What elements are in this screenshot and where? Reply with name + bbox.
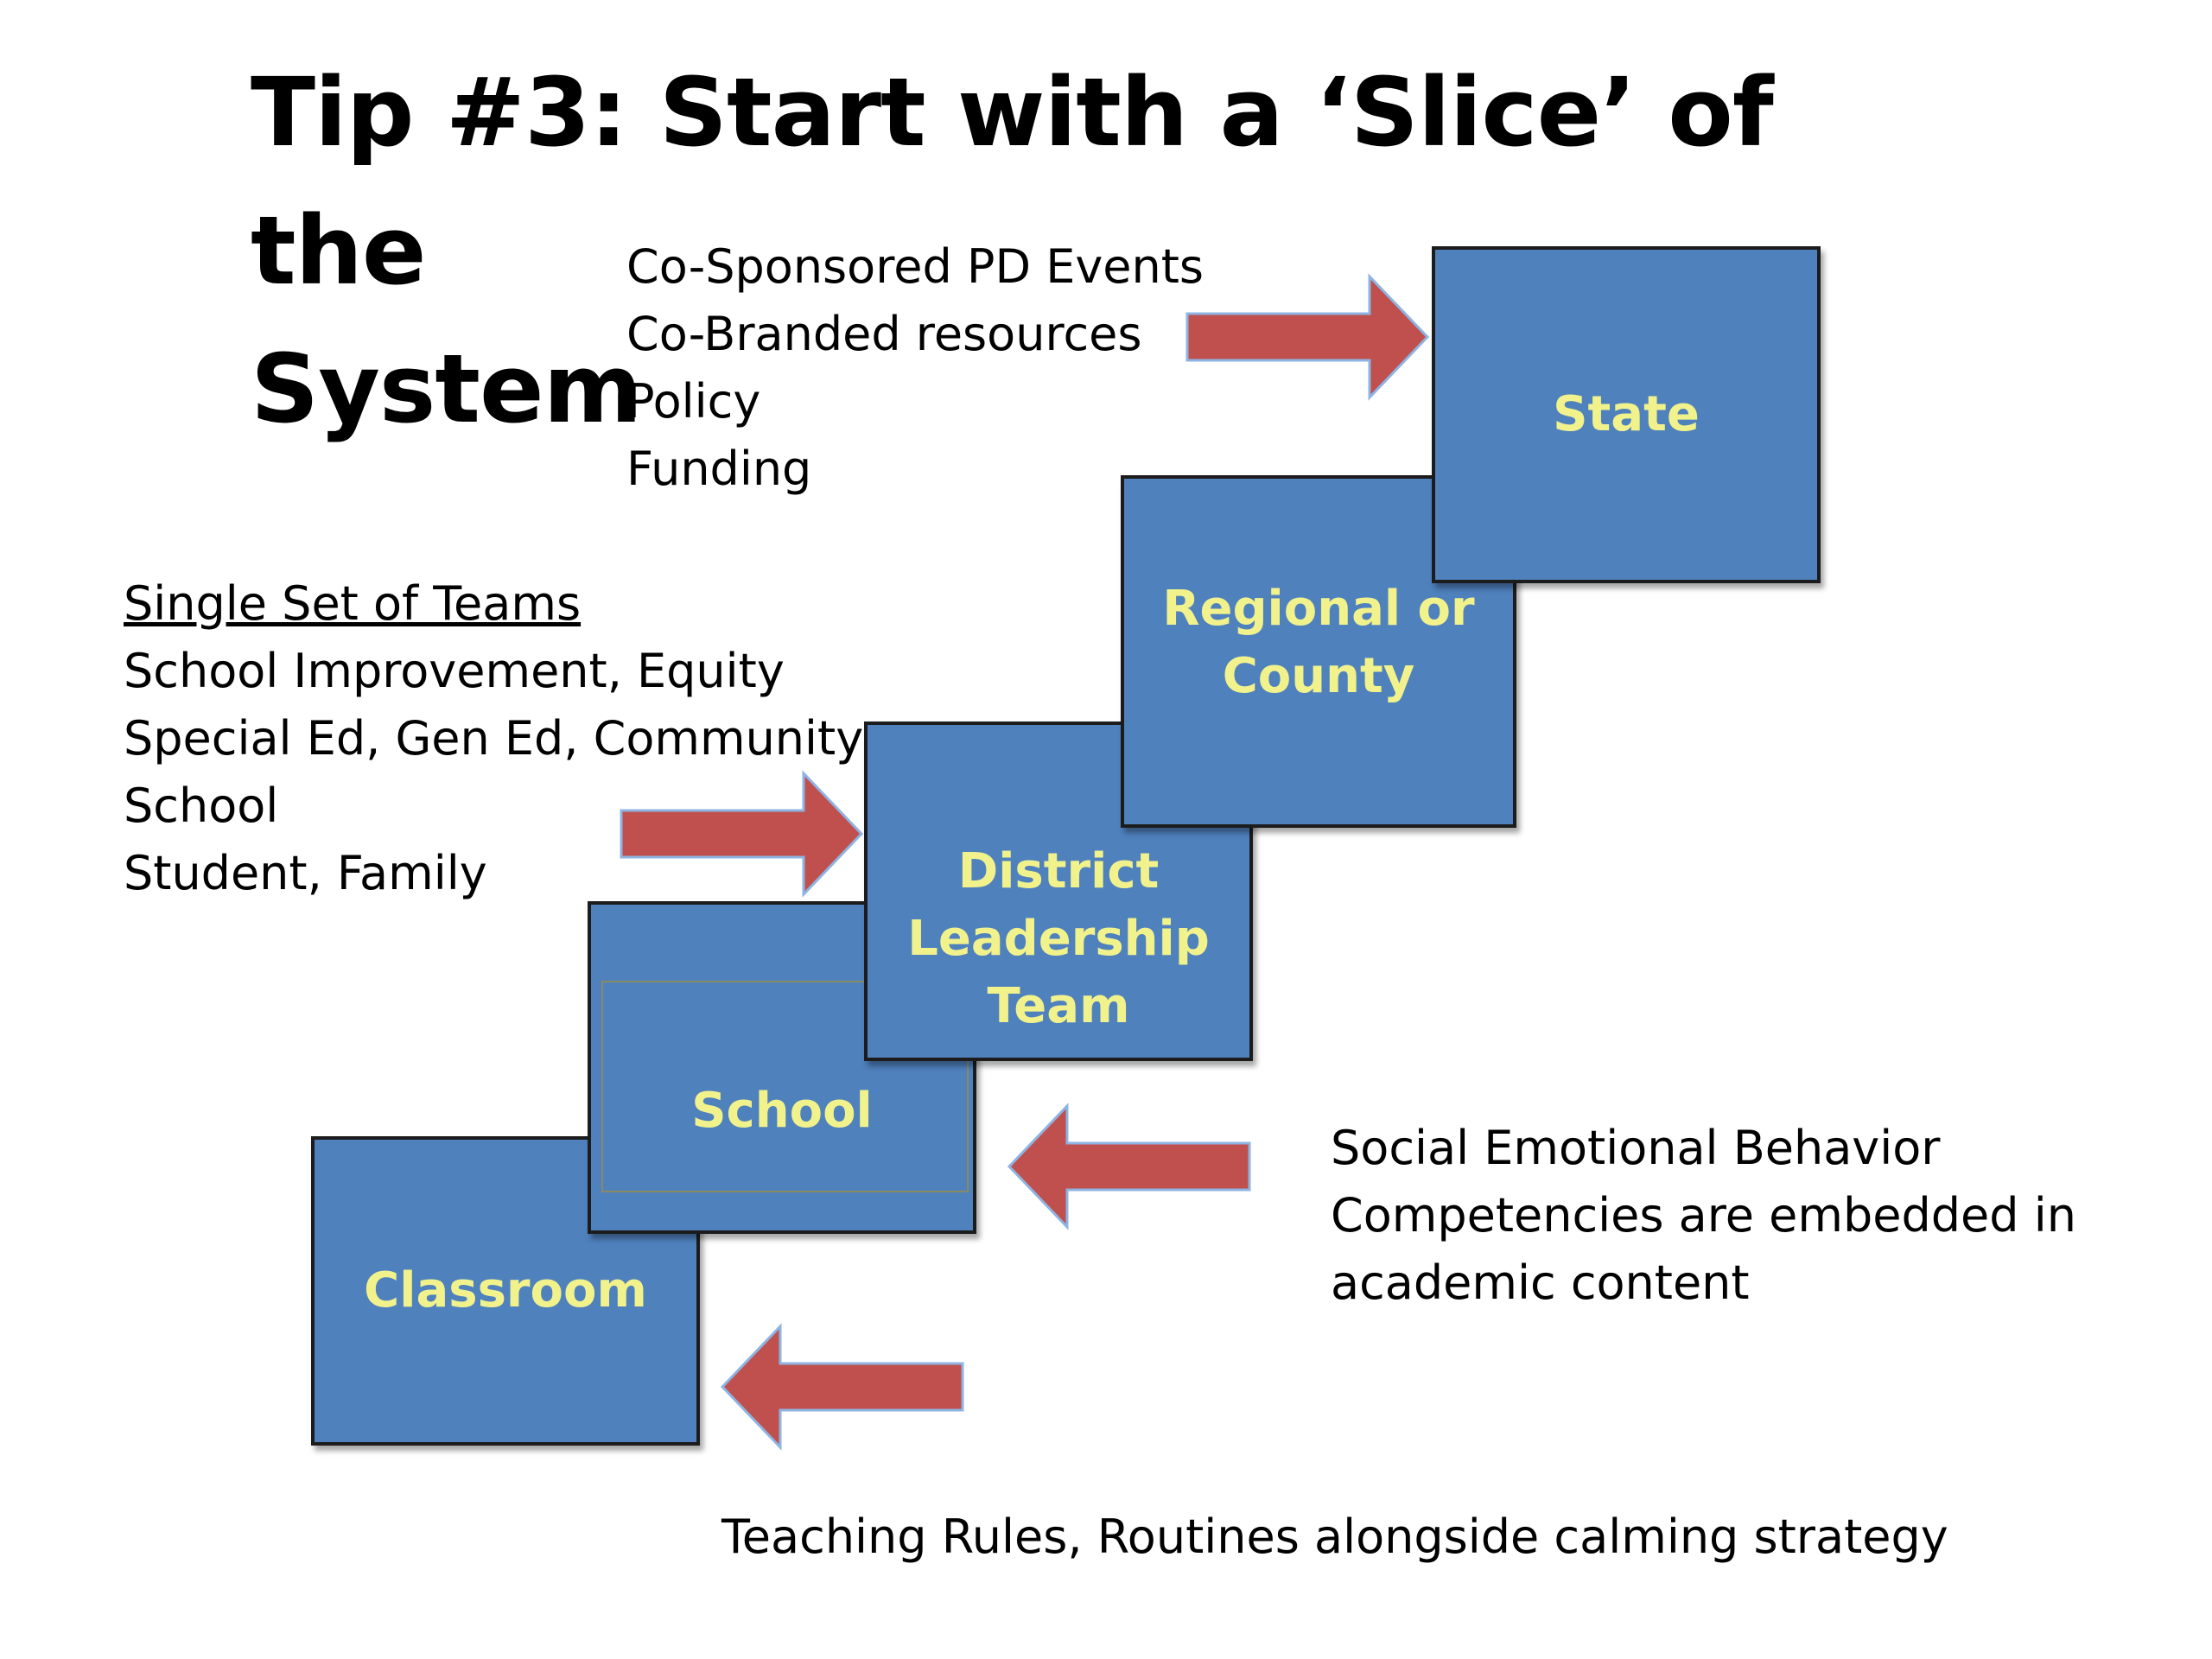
district-note-line: School Improvement, Equity (124, 644, 785, 698)
district-notes: Single Set of Teams School Improvement, … (124, 570, 878, 907)
arrow-shape (620, 770, 864, 898)
school-inner-frame (601, 981, 969, 1192)
state-note-line: Policy (626, 374, 761, 429)
state-note-line: Co-Branded resources (626, 307, 1142, 361)
arrow-shape (1185, 273, 1430, 401)
slide-title: Tip #3: Start with a ‘Slice’ of the Syst… (251, 43, 1892, 458)
district-label-line: District (957, 842, 1160, 899)
classroom-note-line: Teaching Rules, Routines alongside calmi… (721, 1510, 1948, 1564)
district-label: District Leadership Team (907, 838, 1210, 1040)
school-note-line: Social Emotional Behavior (1331, 1121, 1941, 1175)
school-label: School (691, 1083, 873, 1139)
regional-label: Regional or County (1162, 575, 1474, 710)
district-note-line: School (124, 779, 279, 833)
state-note-line: Co-Sponsored PD Events (626, 239, 1205, 294)
state-notes: Co-Sponsored PD Events Co-Branded resour… (626, 233, 1204, 503)
school-note-line: academic content (1331, 1255, 1750, 1310)
arrow-shape (720, 1323, 964, 1451)
classroom-note: Teaching Rules, Routines alongside calmi… (721, 1503, 1948, 1571)
classroom-label: Classroom (364, 1262, 647, 1319)
arrow-shape (1007, 1103, 1251, 1230)
state-box: State (1432, 246, 1821, 583)
school-note: Social Emotional Behavior Competencies a… (1331, 1115, 2076, 1317)
district-label-line: Team (987, 977, 1130, 1034)
arrow-right-to-district-icon (620, 770, 864, 898)
regional-label-line: County (1222, 648, 1415, 704)
arrow-left-to-school-icon (1007, 1103, 1251, 1230)
title-line-2: System (251, 334, 642, 444)
title-line-1: Tip #3: Start with a ‘Slice’ of the (251, 57, 1774, 306)
arrow-right-to-state-icon (1185, 273, 1430, 401)
district-label-line: Leadership (907, 910, 1210, 967)
state-label: State (1553, 386, 1700, 442)
state-note-line: Funding (626, 442, 812, 496)
school-note-line: Competencies are embedded in (1331, 1188, 2076, 1243)
district-notes-heading: Single Set of Teams (124, 576, 582, 631)
arrow-left-to-classroom-icon (720, 1323, 964, 1451)
district-note-line: Special Ed, Gen Ed, Community, (124, 711, 879, 766)
regional-label-line: Regional or (1162, 581, 1475, 637)
district-note-line: Student, Family (124, 846, 487, 900)
